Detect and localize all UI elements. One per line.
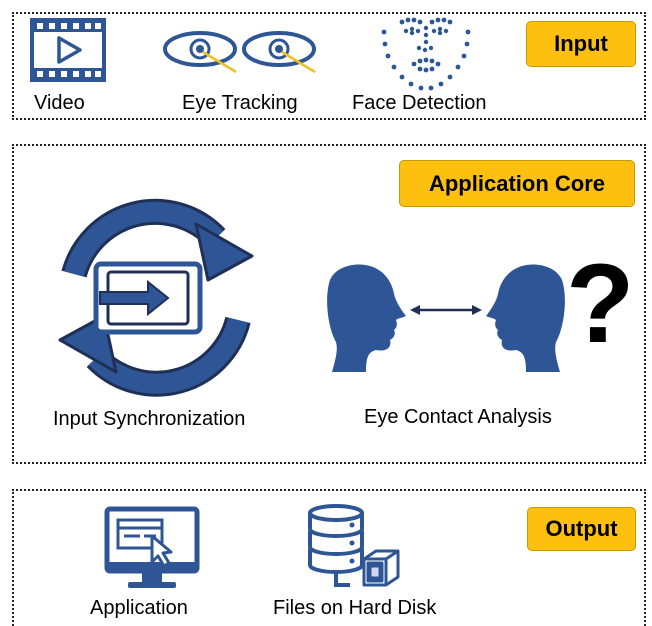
face-landmarks-icon <box>381 17 471 91</box>
question-mark: ? <box>566 241 635 366</box>
core-section <box>12 144 646 464</box>
sync-arrows-icon <box>58 198 254 397</box>
face-detection-label: Face Detection <box>352 92 487 114</box>
video-film-icon <box>30 18 106 82</box>
files-label: Files on Hard Disk <box>273 597 437 619</box>
video-label: Video <box>34 92 85 114</box>
output-badge: Output <box>527 507 636 551</box>
monitor-app-icon <box>104 506 200 588</box>
eye-tracking-icon <box>163 31 316 74</box>
core-badge: Application Core <box>399 160 635 207</box>
eye-tracking-label: Eye Tracking <box>182 92 298 114</box>
input-badge: Input <box>526 21 636 67</box>
eye-contact-label: Eye Contact Analysis <box>364 406 552 428</box>
database-files-icon <box>308 504 400 587</box>
input-section <box>12 12 646 120</box>
input-sync-label: Input Synchronization <box>53 408 246 430</box>
application-label: Application <box>90 597 188 619</box>
output-section <box>12 489 646 626</box>
eye-contact-heads-icon <box>327 264 565 372</box>
